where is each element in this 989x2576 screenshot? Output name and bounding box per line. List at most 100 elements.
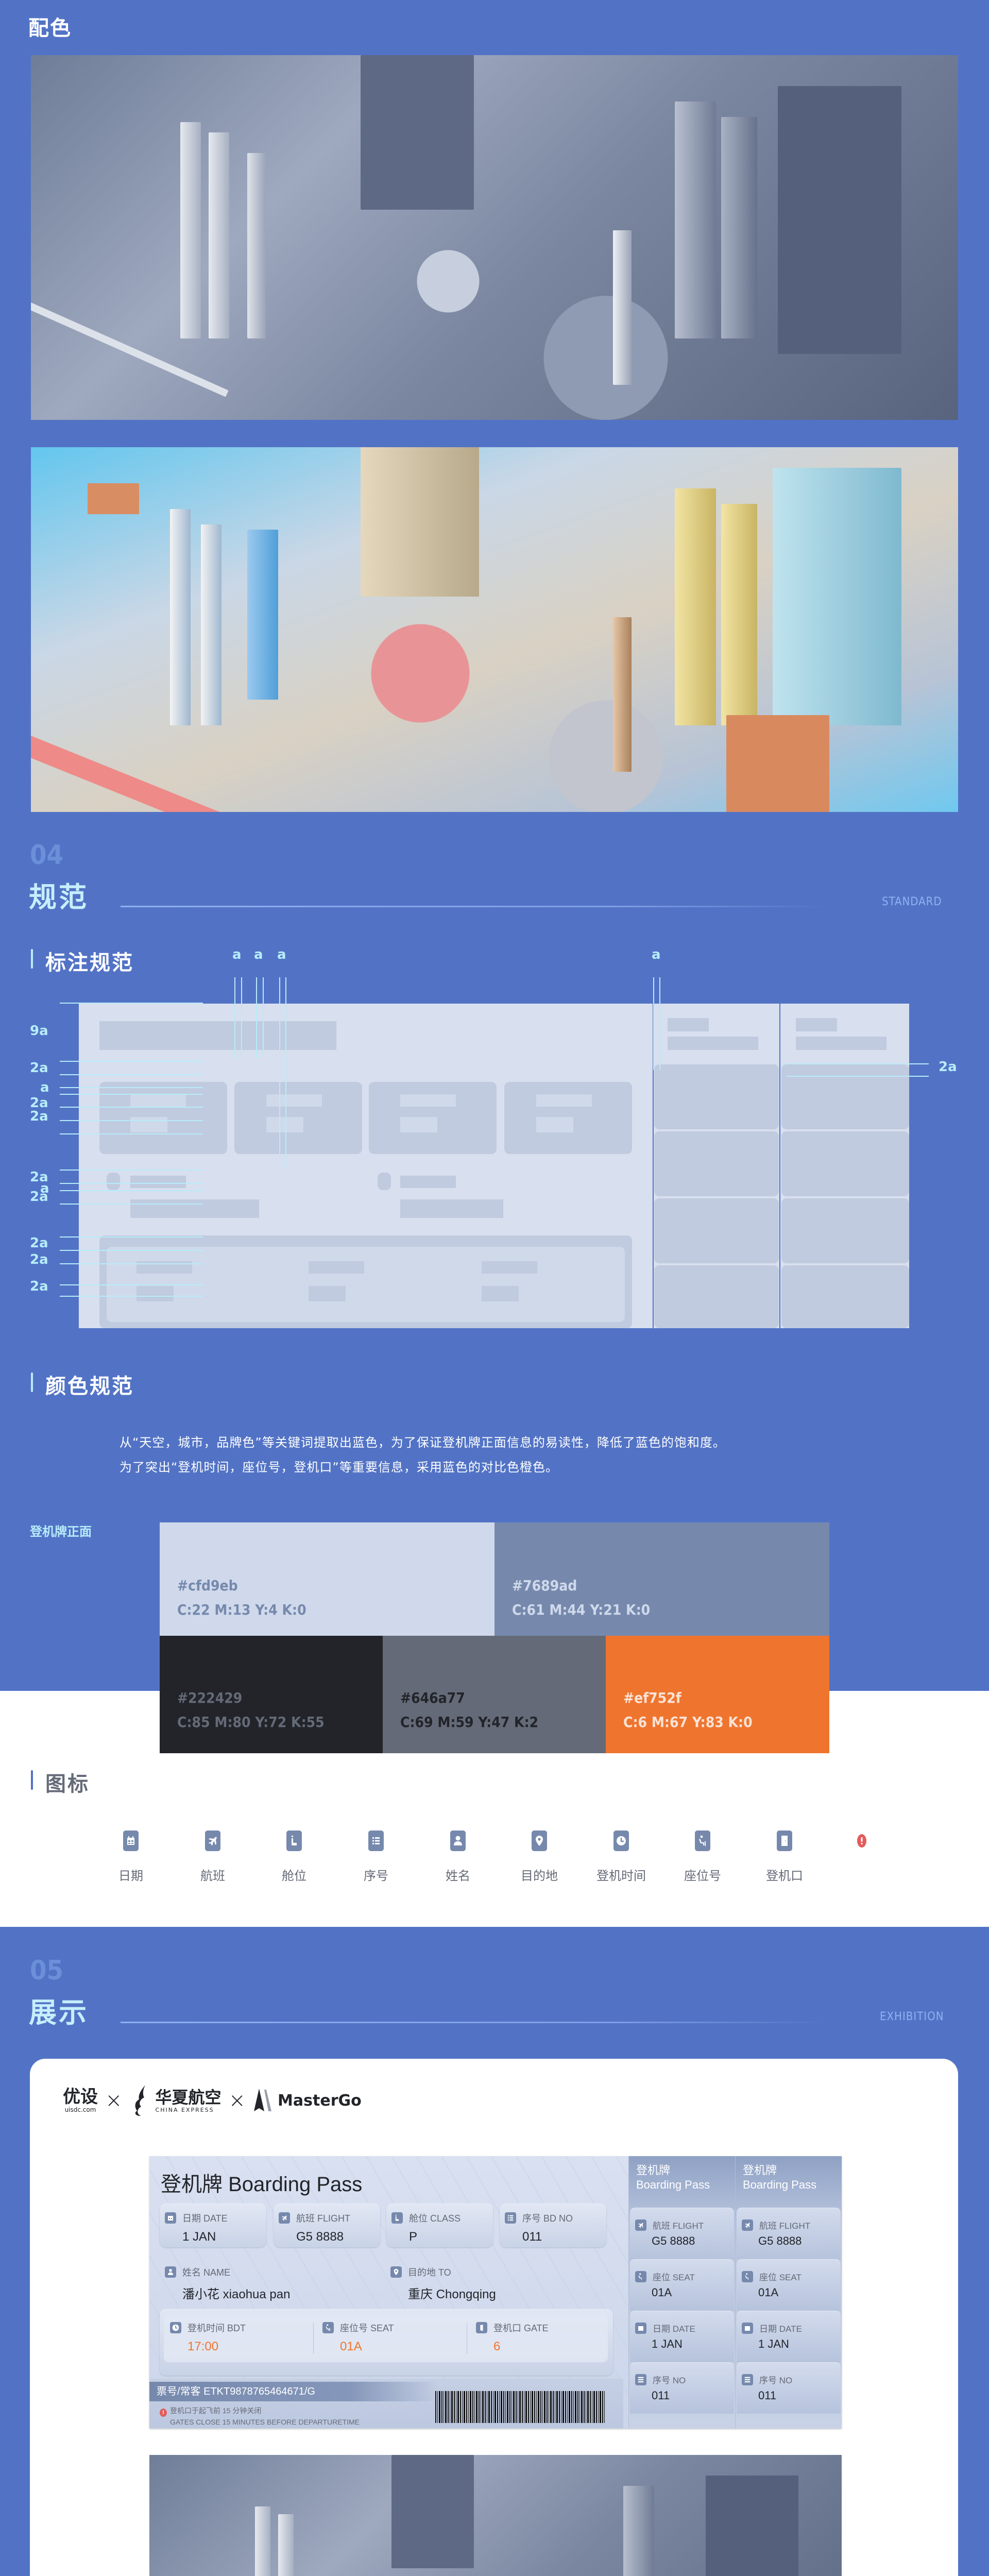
spacing-label: 2a [30,1189,48,1205]
placeholder-line [400,1199,503,1218]
boarding-pass: 登机牌 Boarding Pass 日期 DATE 1 JAN 航班 FLIGH… [149,2156,842,2428]
placeholder-line [536,1094,592,1107]
field-value: G5 8888 [652,2234,695,2247]
field-label: 舱位 CLASS [409,2213,461,2224]
field-destination: 目的地 TO 重庆 Chongqing [390,2265,496,2302]
guide-line [787,1063,929,1064]
stub-field-date: 日期 DATE 1 JAN [630,2311,734,2362]
tower-shape [180,122,201,338]
annotation-diagram [79,1004,909,1328]
spacing-label: 2a [30,1170,48,1185]
placeholder-stub-card [654,1198,779,1263]
spacing-label: a [277,947,286,962]
gate-notice-en: GATES CLOSE 15 MINUTES BEFORE DEPARTURET… [170,2418,360,2426]
placeholder-stub-card [654,1131,779,1196]
annotation-spec-title: 标注规范 [31,946,134,976]
highlight-panel-inner [164,2314,608,2362]
guide-line [60,1120,203,1121]
field-label: 序号 NO [759,2376,793,2385]
icon-label: 舱位 [282,1869,306,1883]
icon-item-date: 日期 [95,1831,167,1884]
list-icon [742,2374,753,2385]
swatch-hex: #646a77 [400,1689,465,1706]
building-shape [361,447,479,597]
field-value: 1 JAN [652,2337,683,2350]
building-shape [778,86,901,354]
field-label: 航班 FLIGHT [759,2221,811,2231]
airplane-icon [742,2219,753,2231]
swatch-hex: #ef752f [623,1689,681,1706]
placeholder-line [266,1117,303,1132]
seated-person-icon [322,2322,334,2333]
icon-item-class: 舱位 [258,1831,330,1884]
tower-shape [675,488,716,725]
door-icon [777,1831,792,1851]
field-date: 日期 DATE 1 JAN [160,2203,266,2247]
stub-field-flight: 航班 FLIGHT G5 8888 [737,2208,841,2259]
guide-line [653,977,654,1070]
field-value: 011 [758,2389,777,2402]
icon-item-warning [826,1834,898,1848]
spacing-label: a [232,947,242,962]
icons-title: 图标 [31,1767,90,1797]
guide-line [263,977,264,1059]
stub-field-seat: 座位 SEAT 01A [630,2259,734,2311]
guide-line [60,1074,203,1075]
icon-item-gate: 登机口 [748,1831,821,1884]
icon-item-name: 姓名 [422,1831,494,1884]
stub-field-flight: 航班 FLIGHT G5 8888 [630,2208,734,2259]
field-value: G5 8888 [758,2234,802,2247]
tower-shape [721,504,757,725]
logo-separator: × [228,2089,246,2112]
stub-field-date: 日期 DATE 1 JAN [737,2311,841,2362]
description-line: 为了突出“登机时间，座位号，登机口”等重要信息，采用蓝色的对比色橙色。 [120,1460,558,1475]
clock-icon [170,2322,181,2333]
icon-label: 目的地 [521,1869,558,1883]
field-label: 航班 FLIGHT [653,2221,704,2231]
swatch-hex: #222429 [177,1689,243,1706]
warning-icon: ! [160,2409,167,2417]
stub-title-cn: 登机牌 [743,2164,777,2177]
airplane-icon [279,2212,290,2224]
guide-line [241,977,242,1059]
guide-line [60,1236,203,1238]
icon-label: 姓名 [446,1869,470,1883]
section-divider [121,906,826,907]
placeholder-line [536,1117,573,1132]
icon-label: 座位号 [684,1869,721,1883]
field-bd-no: 序号 BD NO 011 [500,2203,606,2247]
seated-person-icon [635,2270,646,2282]
icon-label: 航班 [200,1869,225,1883]
placeholder-stub-card [781,1265,909,1328]
guide-line [234,977,235,1059]
placeholder-line [400,1094,456,1107]
clock-icon [613,1831,629,1851]
field-divider [313,2323,314,2354]
guide-line [60,1284,203,1285]
placeholder-line [796,1037,886,1050]
field-label: 序号 NO [653,2376,686,2385]
stub-field-number: 序号 NO 011 [630,2362,734,2414]
spacing-label: 2a [30,1279,48,1294]
stub-divider [653,1004,654,1328]
field-label: 日期 DATE [182,2213,228,2224]
guide-line [60,1296,203,1297]
highlight-panel: 登机时间 BDT 17:00 座位号 SEAT 01A 登机口 GATE 6 [160,2309,613,2376]
spacing-label: a [254,947,263,962]
icon-item-seat-number: 座位号 [667,1831,739,1884]
placeholder-line [130,1094,186,1107]
field-label: 航班 FLIGHT [296,2213,351,2224]
placeholder-line [668,1037,758,1050]
guide-line [60,1250,203,1251]
icon-item-flight: 航班 [177,1831,249,1884]
calendar-icon [635,2322,646,2334]
stub-field-seat: 座位 SEAT 01A [737,2259,841,2311]
placeholder-icon [378,1173,391,1190]
field-label: 姓名 NAME [182,2267,231,2278]
guide-line [60,1204,203,1205]
placeholder-line [668,1018,709,1031]
field-name: 姓名 NAME 潘小花 xiaohua pan [165,2265,290,2302]
icon-item-boarding-time: 登机时间 [585,1831,657,1884]
description-line: 从“天空，城市，品牌色”等关键词提取出蓝色，为了保证登机牌正面信息的易读性，降低… [120,1435,726,1450]
guide-line [285,977,286,1168]
